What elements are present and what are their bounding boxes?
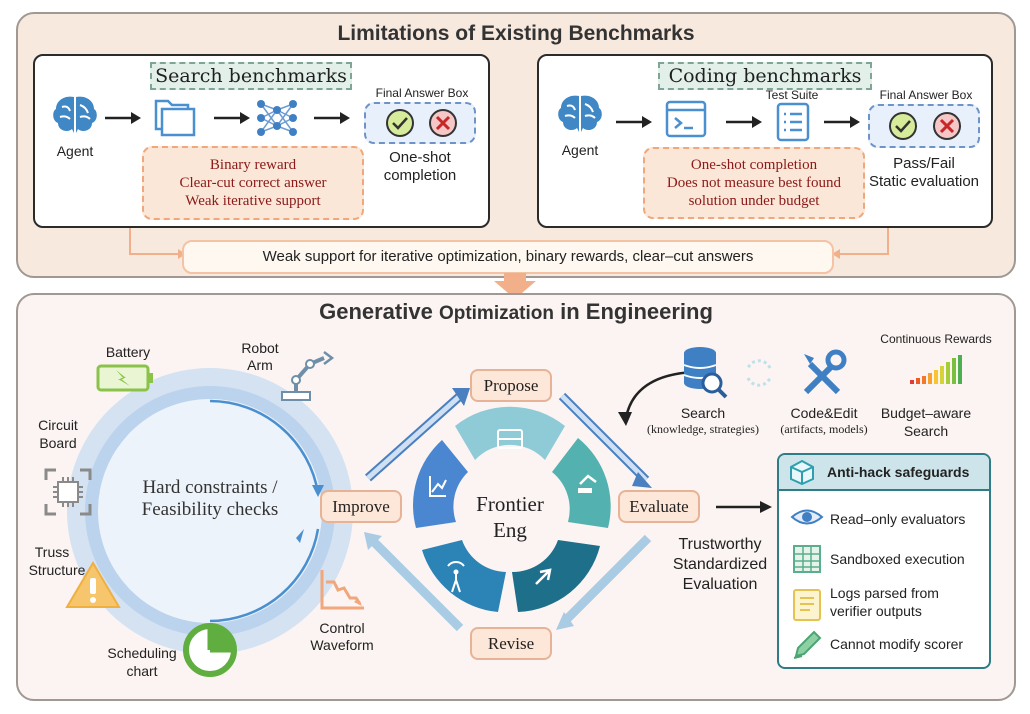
arrow-right-icon — [105, 112, 141, 124]
coding-agent-label: Agent — [561, 142, 599, 158]
trust-line3: Evaluation — [682, 576, 758, 593]
cross-icon — [933, 112, 961, 140]
check-icon — [386, 109, 414, 137]
search-final-answer-box — [364, 102, 476, 144]
waveform-chart-icon — [320, 570, 364, 610]
cross-icon — [429, 109, 457, 137]
control-label-1: Control — [319, 620, 365, 636]
budget-label-1: Budget–aware — [880, 405, 972, 421]
arrow-right-icon — [824, 116, 860, 128]
check-icon — [889, 112, 917, 140]
cycle-center-line2: Eng — [493, 518, 527, 542]
pie-chart-icon — [183, 623, 237, 677]
circuit-board-icon — [44, 468, 92, 516]
control-label-2: Waveform — [310, 637, 374, 653]
arrow-right-icon — [726, 116, 762, 128]
spreadsheet-icon — [793, 545, 821, 573]
code-edit-label: Code&Edit — [790, 405, 858, 421]
revise-stage: Revise — [470, 627, 552, 660]
battery-label: Battery — [105, 344, 151, 360]
schedule-label-2: chart — [126, 663, 158, 679]
circuit-label-2: Board — [39, 435, 77, 451]
battery-icon — [96, 364, 153, 392]
coding-final-box-label: Final Answer Box — [879, 88, 973, 102]
coding-final-answer-box — [868, 104, 980, 148]
eye-icon — [790, 509, 824, 525]
brain-icon — [558, 95, 602, 132]
search-issue: Binary reward — [209, 157, 297, 173]
cycle-center-line1: Frontier — [476, 492, 544, 516]
safeguard-item: Read–only evaluators — [830, 511, 966, 527]
search-benchmarks-title: Search benchmarks — [150, 62, 352, 90]
robot-label-1: Robot — [241, 340, 279, 356]
search-answer-label-1: One-shot — [389, 149, 451, 166]
truss-label-1: Truss — [34, 544, 70, 560]
coding-answer-label-1: Pass/Fail — [893, 155, 955, 172]
safeguard-item: Logs parsed from — [830, 585, 939, 601]
improve-stage: Improve — [320, 490, 402, 523]
budget-label-2: Search — [903, 423, 949, 439]
robot-arm-icon — [281, 351, 335, 401]
search-agent-label: Agent — [56, 143, 94, 159]
ring-text-line1: Hard constraints / — [142, 477, 278, 498]
coding-answer-label-2: Static evaluation — [868, 173, 980, 190]
coding-issue: solution under budget — [688, 193, 820, 209]
neural-network-icon — [257, 100, 297, 136]
search-final-box-label: Final Answer Box — [375, 86, 469, 100]
summary-banner: Weak support for iterative optimization,… — [182, 240, 834, 274]
trust-line1: Trustworthy — [678, 536, 762, 553]
robot-label-2: Arm — [247, 357, 273, 373]
ring-text-line2: Feasibility checks — [141, 499, 279, 520]
continuous-rewards-label: Continuous Rewards — [880, 332, 992, 346]
warning-triangle-icon — [65, 561, 121, 608]
propose-stage: Propose — [470, 369, 552, 402]
bar-gradient-icon — [910, 355, 962, 384]
safeguard-item: Sandboxed execution — [830, 551, 965, 567]
checklist-icon — [776, 102, 810, 142]
constraint-ring — [67, 368, 353, 654]
arrow-right-icon — [314, 112, 350, 124]
optimization-cycle-diagram — [364, 388, 652, 632]
arrow-right-icon — [716, 501, 772, 513]
coding-issue: One-shot completion — [690, 157, 818, 173]
evaluate-stage: Evaluate — [618, 490, 700, 523]
arrow-right-icon — [214, 112, 250, 124]
search-tool-label: Search — [680, 405, 726, 421]
generative-title: Generative Optimization in Engineering — [319, 299, 713, 324]
database-search-icon — [683, 347, 728, 399]
coding-issue: Does not measure best found — [666, 175, 842, 191]
curved-arrow-icon — [618, 370, 693, 426]
limitations-title: Limitations of Existing Benchmarks — [337, 22, 695, 45]
coding-issues-box: One-shot completion Does not measure bes… — [643, 147, 865, 219]
truss-label-2: Structure — [28, 562, 86, 578]
coding-benchmarks-title: Coding benchmarks — [658, 62, 872, 90]
search-issue: Weak iterative support — [185, 193, 321, 209]
schedule-label-1: Scheduling — [107, 645, 177, 661]
safeguards-title: Anti-hack safeguards — [827, 464, 970, 480]
search-issues-box: Binary reward Clear-cut correct answer W… — [142, 146, 364, 220]
search-answer-label-2: completion — [383, 167, 457, 184]
search-issue: Clear-cut correct answer — [179, 175, 327, 191]
circuit-label-1: Circuit — [38, 417, 78, 433]
log-file-icon — [793, 589, 821, 621]
search-tool-sublabel: (knowledge, strategies) — [647, 422, 759, 436]
brain-icon — [53, 96, 97, 133]
terminal-icon — [665, 100, 707, 138]
pencil-icon — [793, 630, 822, 659]
arrow-right-icon — [616, 116, 652, 128]
tools-icon — [803, 349, 847, 395]
test-suite-label: Test Suite — [765, 88, 819, 102]
safeguard-item: Cannot modify scorer — [830, 636, 964, 652]
refresh-icon — [746, 359, 772, 387]
down-arrow-icon — [494, 273, 536, 299]
trust-line2: Standardized — [672, 556, 768, 573]
code-edit-sublabel: (artifacts, models) — [780, 422, 868, 436]
folder-icon — [154, 99, 196, 137]
cube-icon — [790, 459, 814, 485]
safeguard-item: verifier outputs — [830, 603, 922, 619]
